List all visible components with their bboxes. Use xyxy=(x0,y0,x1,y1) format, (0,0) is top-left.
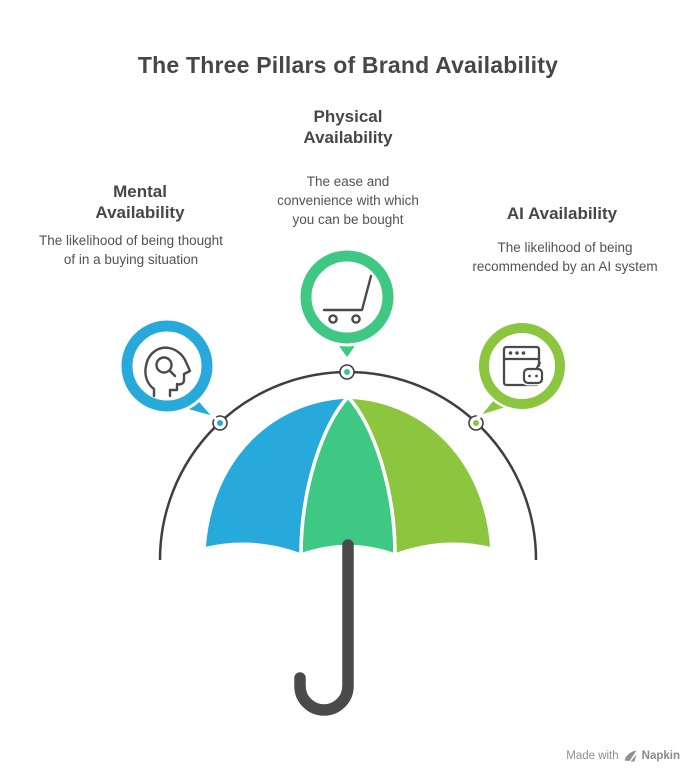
arc-dot-physical-center xyxy=(344,369,350,375)
umbrella-handle xyxy=(294,539,354,716)
bubble-physical-ring xyxy=(300,250,394,344)
pillar-description-physical: The ease and convenience with which you … xyxy=(277,174,419,227)
watermark: Made with Napkin xyxy=(566,750,680,762)
pillar-description-mental: The likelihood of being thought of in a … xyxy=(39,233,223,267)
bubble-mental-ring xyxy=(121,320,213,412)
bubble-ai xyxy=(476,320,568,419)
watermark-prefix: Made with xyxy=(566,750,619,762)
pillar-heading-mental: Mental Availability xyxy=(95,182,185,222)
napkin-logo-icon xyxy=(624,750,637,762)
pillar-description-ai: The likelihood of being recommended by a… xyxy=(472,240,658,274)
arc-dot-mental-center xyxy=(217,420,223,426)
page-title: The Three Pillars of Brand Availability xyxy=(137,52,559,78)
browser-dot xyxy=(521,351,526,355)
pillar-heading-ai: AI Availability xyxy=(506,204,618,223)
browser-robot-icon xyxy=(502,345,545,387)
pillar-heading-physical: Physical Availability xyxy=(303,107,393,147)
bubble-ai-ring xyxy=(479,323,565,409)
umbrella-canopy xyxy=(202,395,494,557)
robot-halo xyxy=(521,366,545,386)
arc-dot-ai-center xyxy=(473,420,479,426)
robot-eye xyxy=(528,374,531,378)
robot-antenna xyxy=(538,361,541,365)
head-search-icon xyxy=(144,346,192,398)
browser-dot xyxy=(515,351,519,355)
robot-head xyxy=(522,367,544,385)
arc-dots xyxy=(212,364,484,431)
shopping-cart-icon xyxy=(322,274,373,324)
browser-dot xyxy=(508,351,513,355)
bubble-mental xyxy=(118,317,217,420)
robot-eye xyxy=(535,374,538,378)
watermark-brand: Napkin xyxy=(641,750,680,762)
bubble-physical xyxy=(297,247,397,361)
